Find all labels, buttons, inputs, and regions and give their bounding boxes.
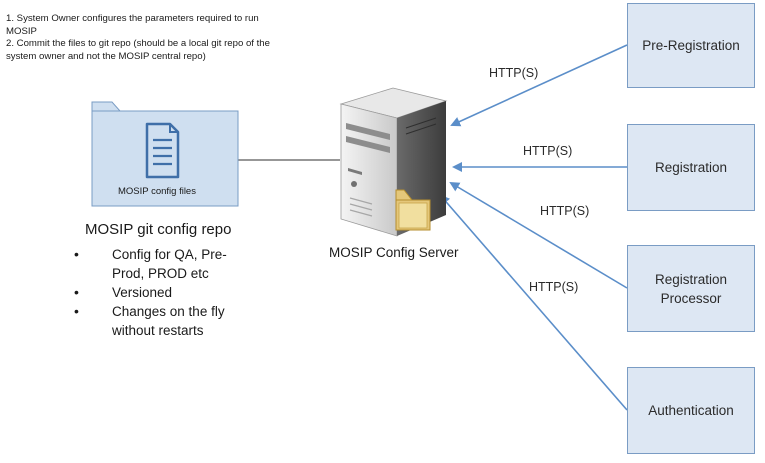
protocol-label: HTTP(S) xyxy=(489,66,539,80)
service-label: Registration xyxy=(654,271,728,287)
note-line: system owner and not the MOSIP central r… xyxy=(6,50,206,62)
list-item-line: without restarts xyxy=(112,323,204,338)
repo-title: MOSIP git config repo xyxy=(85,221,232,238)
server-label: MOSIP Config Server xyxy=(329,245,459,260)
folder-icon xyxy=(91,101,239,207)
arrow-authentication xyxy=(439,194,628,411)
list-item-line: Prod, PROD etc xyxy=(112,266,209,281)
instructions-note: 1. System Owner configures the parameter… xyxy=(6,13,336,63)
service-authentication: Authentication xyxy=(627,367,755,454)
server-folder-icon xyxy=(395,189,431,231)
list-item: Versioned xyxy=(74,283,264,302)
document-icon xyxy=(145,122,180,179)
service-label: Processor xyxy=(660,290,722,306)
list-item-line: Changes on the fly xyxy=(112,304,225,319)
note-line: MOSIP xyxy=(6,25,37,37)
list-item: Config for QA, Pre- Prod, PROD etc xyxy=(74,245,264,283)
list-item: Changes on the fly without restarts xyxy=(74,302,264,340)
service-pre-registration: Pre-Registration xyxy=(627,3,755,88)
protocol-label: HTTP(S) xyxy=(523,144,573,158)
folder-label: MOSIP config files xyxy=(118,186,196,197)
service-label: Authentication xyxy=(648,403,734,418)
repo-features-list: Config for QA, Pre- Prod, PROD etc Versi… xyxy=(74,245,264,340)
note-line: 2. Commit the files to git repo (should … xyxy=(6,38,270,49)
arrow-registration-processor xyxy=(449,181,628,289)
note-line: 1. System Owner configures the parameter… xyxy=(6,13,259,24)
list-item-line: Config for QA, Pre- xyxy=(112,247,227,262)
protocol-label: HTTP(S) xyxy=(529,280,579,294)
protocol-label: HTTP(S) xyxy=(540,204,590,218)
service-label: Pre-Registration xyxy=(642,38,740,53)
list-item-line: Versioned xyxy=(112,285,173,300)
service-label: Registration xyxy=(654,160,728,175)
service-registration: Registration xyxy=(627,124,755,211)
service-registration-processor: Registration Processor xyxy=(627,245,755,332)
server-icon xyxy=(339,87,448,237)
arrow-pre-registration xyxy=(450,44,628,127)
